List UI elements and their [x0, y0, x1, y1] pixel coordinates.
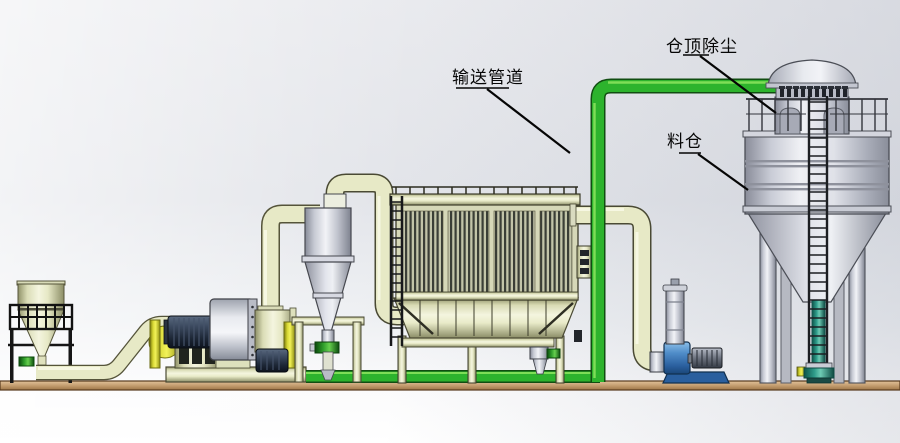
storage-silo	[742, 59, 892, 384]
baghouse-walkway	[389, 193, 581, 206]
mill-with-motor	[148, 298, 307, 383]
cyclone-separator	[291, 193, 365, 383]
label-conveying-pipeline: 输送管道	[452, 68, 524, 87]
cyclone-rotary-valve	[314, 341, 340, 354]
cyclone-to-baghouse-pipe	[325, 173, 407, 326]
silo-discharge-pipe	[811, 299, 826, 367]
callout-leaders	[456, 54, 777, 191]
silo-ladder	[807, 96, 829, 374]
baghouse-hopper	[393, 297, 579, 339]
silo-discharge-valve	[796, 362, 835, 384]
feed-hopper	[8, 280, 74, 383]
baghouse-filter	[389, 186, 593, 384]
silo-top-leader-line	[699, 55, 777, 114]
pipeline-leader-line	[486, 88, 571, 154]
hopper-discharge-valve	[18, 356, 35, 367]
mill-outlet-pipe	[257, 204, 320, 312]
mill-drum	[209, 298, 255, 361]
blower-silencer	[665, 289, 685, 345]
conveying-pipeline	[590, 78, 782, 382]
baghouse-rotary-valve	[546, 348, 561, 359]
classifier-motor	[255, 348, 289, 373]
label-silo-top-dust-collector: 仓顶除尘	[666, 37, 738, 56]
silo-top-railing	[746, 98, 888, 131]
clean-air-duct	[569, 203, 668, 372]
label-material-silo: 料仓	[667, 132, 703, 151]
silo-leader-line	[697, 153, 749, 191]
roots-blower	[649, 278, 730, 384]
pulse-valves	[779, 86, 848, 97]
baghouse-ladder	[389, 196, 404, 346]
silo-dome	[767, 59, 857, 87]
